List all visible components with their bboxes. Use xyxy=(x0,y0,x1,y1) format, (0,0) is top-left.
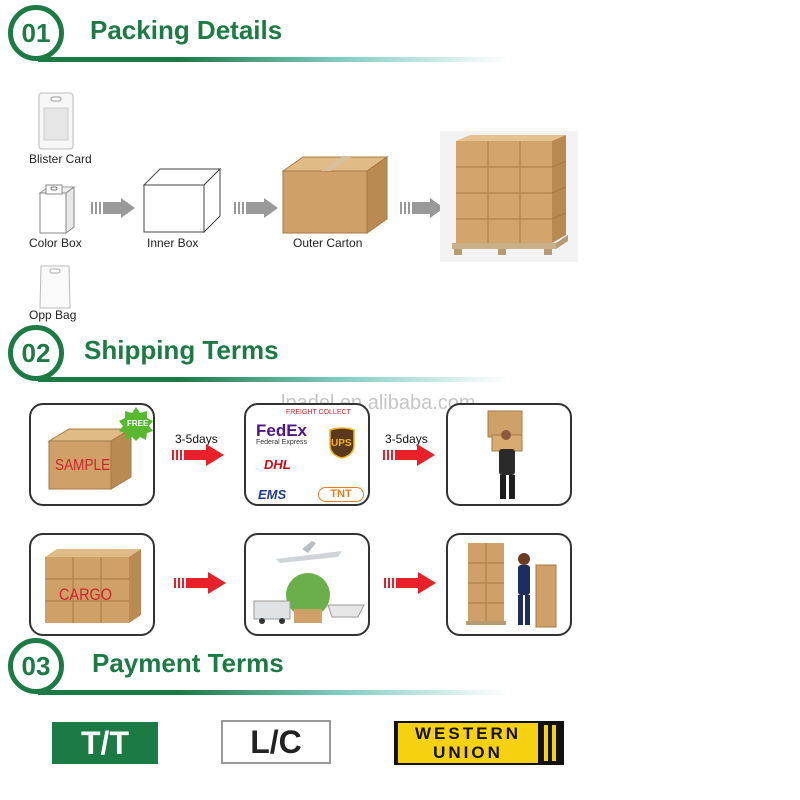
sample-label: SAMPLE xyxy=(55,457,111,474)
delivery-person-image xyxy=(487,410,523,499)
red-arrow-icon xyxy=(174,572,226,594)
cargo-label: CARGO xyxy=(59,585,112,604)
opp-bag-label: Opp Bag xyxy=(29,308,77,322)
blister-card-label: Blister Card xyxy=(29,152,92,166)
outer-carton-image xyxy=(281,156,389,234)
cargo-box-card: CARGO xyxy=(29,533,155,636)
inner-box-label: Inner Box xyxy=(147,236,199,250)
section-header-payment: 03 Payment Terms xyxy=(8,638,508,698)
section-title: Shipping Terms xyxy=(84,335,279,365)
ups-logo: UPS xyxy=(331,438,352,449)
ems-logo: EMS xyxy=(258,487,287,502)
section-underline xyxy=(38,690,508,695)
western-union-bars-icon xyxy=(544,725,556,761)
free-badge-label: FREE xyxy=(127,419,149,428)
sample-carton-image xyxy=(47,428,133,490)
section-title: Payment Terms xyxy=(92,648,284,678)
warehouse-worker-image xyxy=(466,543,557,628)
red-arrow-icon xyxy=(384,572,436,594)
delivery-days-label: 3-5days xyxy=(175,432,218,446)
section-number-badge: 01 xyxy=(8,5,64,61)
gray-arrow-icon xyxy=(234,198,278,218)
tnt-logo: TNT xyxy=(318,487,364,502)
section-header-shipping: 02 Shipping Terms xyxy=(8,325,508,385)
section-underline xyxy=(38,57,508,62)
cargo-cartons-image xyxy=(45,549,141,623)
gray-arrow-icon xyxy=(400,198,444,218)
western-union-logo: WESTERN UNION xyxy=(394,721,564,765)
gray-arrow-icon xyxy=(91,198,135,218)
section-header-packing: 01 Packing Details xyxy=(8,5,508,65)
inner-box-image xyxy=(143,168,221,234)
outer-carton-label: Outer Carton xyxy=(293,236,363,250)
fedex-subtitle: Federal Express xyxy=(256,439,307,446)
tt-payment-badge: T/T xyxy=(52,722,158,764)
courier-logos-card: FREIGHT COLLECT FedEx Federal Express UP… xyxy=(244,403,370,506)
color-box-image xyxy=(38,184,76,234)
blister-card-image xyxy=(38,92,74,150)
red-arrow-icon xyxy=(172,444,224,466)
section-underline xyxy=(38,377,508,382)
sample-box-card: FREE SAMPLE xyxy=(29,403,155,506)
dhl-logo: DHL xyxy=(264,457,291,472)
ups-shield-icon xyxy=(329,427,355,459)
transport-modes-card xyxy=(244,533,370,636)
transport-globe-image xyxy=(253,541,365,624)
lc-payment-badge: L/C xyxy=(221,720,331,764)
pallet-cartons-image xyxy=(440,131,578,262)
wu-line-1: WESTERN xyxy=(415,724,521,743)
section-number-badge: 02 xyxy=(8,325,64,381)
opp-bag-image xyxy=(39,265,71,309)
free-badge-icon xyxy=(119,407,153,441)
red-arrow-icon xyxy=(383,444,435,466)
color-box-label: Color Box xyxy=(29,236,82,250)
delivery-days-label: 3-5days xyxy=(385,432,428,446)
warehouse-worker-card xyxy=(446,533,572,636)
wu-line-2: UNION xyxy=(433,743,503,762)
freight-collect-label: FREIGHT COLLECT xyxy=(286,409,351,416)
section-title: Packing Details xyxy=(90,15,283,45)
western-union-wordmark: WESTERN UNION xyxy=(398,723,538,763)
fedex-logo: FedEx xyxy=(256,421,308,440)
delivery-person-card xyxy=(446,403,572,506)
section-number-badge: 03 xyxy=(8,638,64,694)
